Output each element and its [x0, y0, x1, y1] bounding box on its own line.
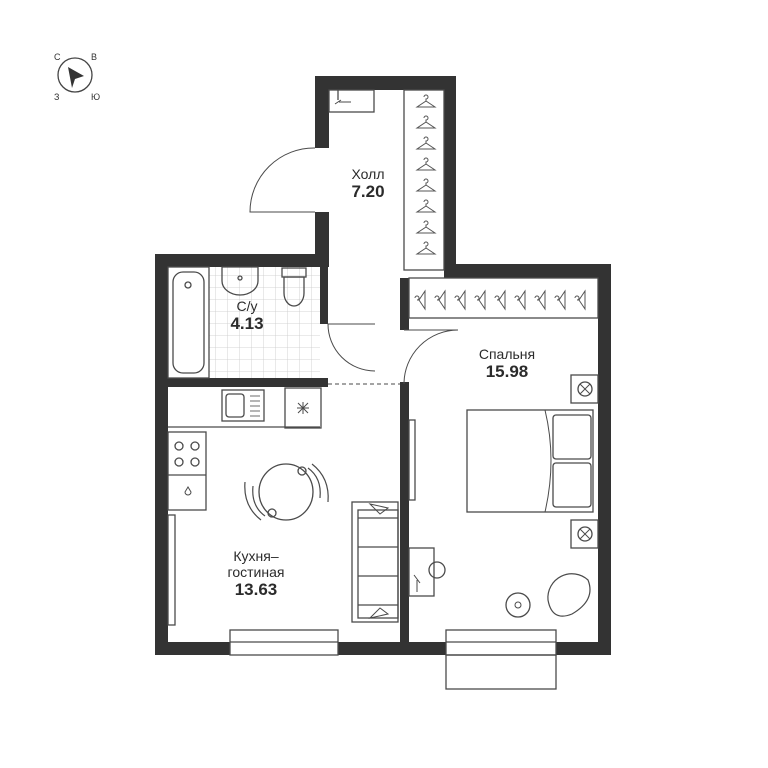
wall-bottom-right: [556, 642, 611, 655]
wall-left: [155, 254, 168, 655]
bedroom-hangers: [414, 290, 586, 310]
room-bathroom-area: 4.13: [230, 314, 264, 334]
room-kitchen-name-line2: гостиная: [227, 564, 285, 581]
side-table: [505, 592, 531, 618]
hall-shelf: [328, 89, 375, 113]
hall-wardrobe: [403, 89, 445, 271]
bathroom-floor: [209, 265, 320, 378]
bathtub: [167, 266, 210, 379]
wall-bath-top: [155, 254, 329, 267]
armchair: [547, 573, 591, 617]
dining-table: [258, 463, 314, 521]
compass-south: Ю: [91, 92, 101, 102]
hall-hangers: [416, 94, 436, 255]
room-bedroom-name: Спальня: [478, 346, 536, 362]
chair-left: [244, 481, 266, 521]
desk: [408, 547, 435, 597]
room-hall-name: Холл: [351, 166, 385, 182]
wall-bottom-left: [155, 642, 230, 655]
room-bedroom-label: Спальня 15.98: [462, 346, 552, 382]
chair-right: [307, 463, 329, 503]
wall-hall-left-lower: [315, 212, 329, 260]
wall-bottom-mid: [338, 642, 446, 655]
wall-bath-right-upper: [320, 267, 328, 324]
wall-right: [598, 264, 611, 655]
bath-door-swing: [327, 323, 376, 372]
wall-bedroom-top-left: [400, 278, 409, 330]
kitchen-cabinet: [167, 514, 176, 626]
fridge: [284, 387, 322, 429]
compass-east: В: [91, 52, 98, 62]
bed: [466, 409, 594, 513]
room-kitchen-label: Кухня– гостиная 13.63: [210, 548, 302, 600]
room-bathroom-label: С/у 4.13: [212, 298, 282, 334]
wall-hall-left-upper: [315, 76, 329, 148]
compass-north: С: [54, 52, 61, 62]
bedroom-door-swing: [403, 329, 459, 385]
room-hall-area: 7.20: [351, 182, 385, 202]
nightstand-bottom: [570, 519, 599, 549]
room-bedroom-area: 15.98: [485, 362, 529, 382]
bedroom-wardrobe: [408, 277, 599, 319]
wall-hall-top: [315, 76, 456, 90]
room-kitchen-name-line1: Кухня–: [233, 548, 279, 564]
stove: [167, 431, 207, 511]
wall-hall-right: [444, 76, 456, 266]
toilet-bowl: [283, 276, 305, 307]
kitchen-sink: [221, 389, 265, 422]
room-bathroom-name: С/у: [236, 298, 258, 314]
compass-icon: [57, 57, 93, 93]
compass-west: З: [54, 92, 60, 102]
walls: [155, 76, 611, 655]
balcony: [445, 654, 557, 690]
bath-sink: [221, 266, 259, 296]
room-hall-label: Холл 7.20: [333, 166, 403, 202]
wall-bedroom-left: [400, 382, 409, 642]
sofa-kitchen: [351, 501, 399, 623]
wall-bedroom-top: [444, 264, 611, 278]
entry-door-swing: [249, 147, 316, 213]
wall-bath-bottom: [155, 378, 328, 387]
nightstand-top: [570, 374, 599, 404]
room-kitchen-area: 13.63: [234, 580, 278, 600]
